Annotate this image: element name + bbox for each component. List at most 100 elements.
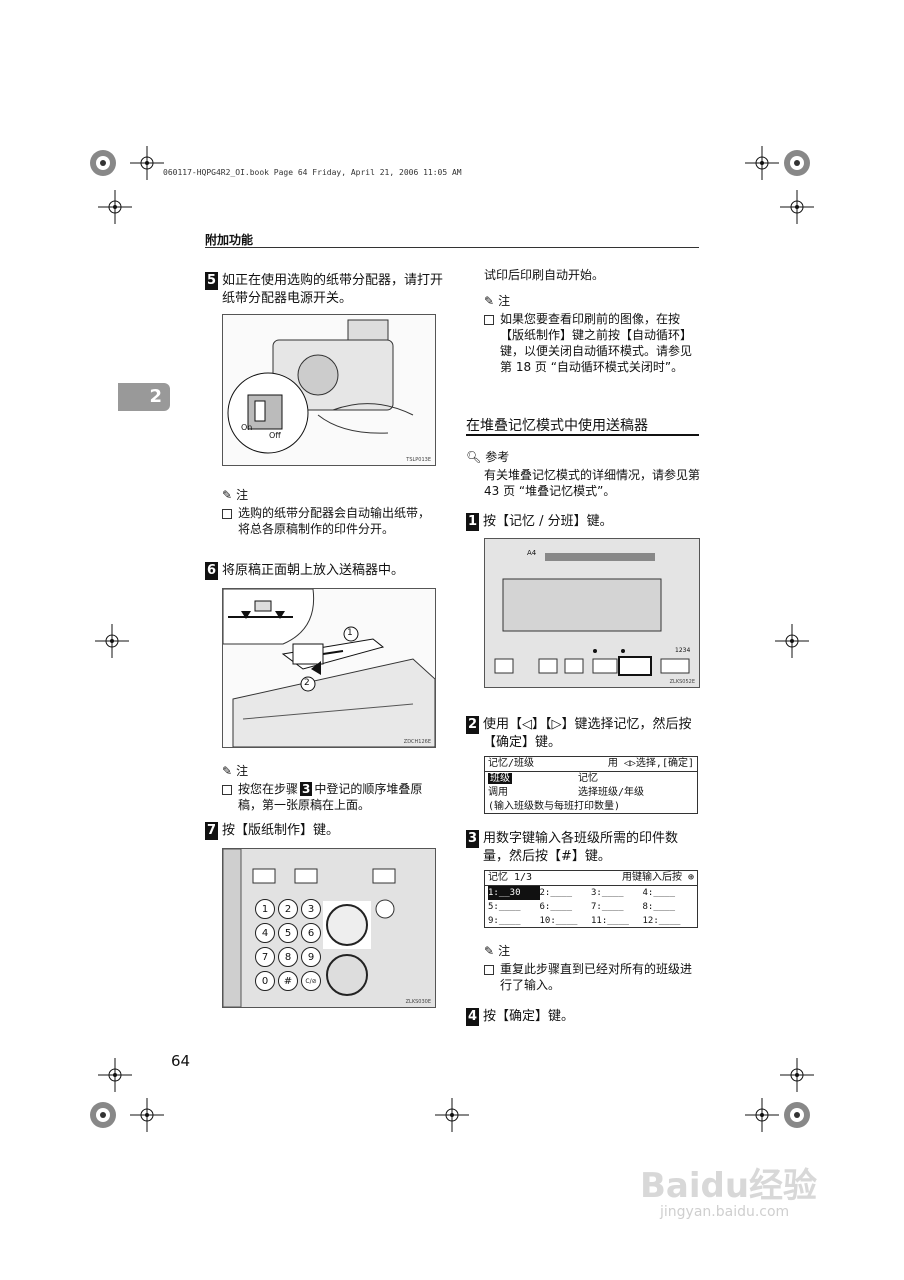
lcd-entry-cell: 8:____ bbox=[642, 902, 676, 912]
crosshair-icon bbox=[775, 624, 809, 658]
checkbox-icon bbox=[222, 509, 232, 519]
note-item: 如果您要查看印刷前的图像，在按【版纸制作】键之前按【自动循环】键，以便关闭自动循… bbox=[484, 311, 700, 375]
registration-mark-icon bbox=[784, 1102, 810, 1128]
checkbox-icon bbox=[484, 965, 494, 975]
lcd-entry-cell: 1:__30 bbox=[488, 886, 540, 900]
note-4: ✎ 注 重复此步骤直到已经对所有的班级进行了输入。 bbox=[484, 942, 700, 993]
registration-mark-icon bbox=[784, 150, 810, 176]
step-number: 6 bbox=[205, 562, 218, 580]
header-divider bbox=[205, 247, 699, 248]
paper-size-label: A4 bbox=[527, 549, 537, 557]
watermark-url: jingyan.baidu.com bbox=[660, 1204, 790, 1220]
lcd-row: 记忆 1/3 用键输入后按 ⊕ bbox=[485, 871, 697, 886]
watermark-brand: Baidu经验 bbox=[640, 1166, 818, 1206]
step-ref-badge: 3 bbox=[300, 782, 313, 796]
lcd-entry-cell: 3:____ bbox=[591, 888, 624, 898]
number-key[interactable]: C/⊘ bbox=[301, 971, 321, 991]
intro-text: 试印后印刷自动开始。 bbox=[484, 268, 605, 282]
figure-operation-panel: A4 1234 ZLKS052E bbox=[484, 538, 700, 688]
step-text: 如正在使用选购的纸带分配器，请打开纸带分配器电源开关。 bbox=[222, 273, 444, 306]
step-1: 1 按【记忆 / 分班】键。 bbox=[466, 513, 700, 531]
marker-1: 1 bbox=[347, 628, 353, 638]
note-header: ✎ 注 bbox=[222, 762, 440, 779]
reference-header: 🔍︎ 参考 bbox=[466, 448, 700, 465]
section-title: 在堆叠记忆模式中使用送稿器 bbox=[466, 418, 648, 434]
page-number: 64 bbox=[171, 1052, 191, 1070]
lcd-entry-cell: 10:____ bbox=[539, 916, 578, 926]
number-key[interactable]: 4 bbox=[255, 923, 275, 943]
reference-text: 有关堆叠记忆模式的详细情况，请参见第 43 页 “堆叠记忆模式”。 bbox=[484, 468, 701, 498]
figure-tape-separator: On Off TSLP013E bbox=[222, 314, 436, 466]
note-header: ✎ 注 bbox=[484, 942, 700, 959]
crosshair-icon bbox=[780, 190, 814, 224]
number-key[interactable]: 9 bbox=[301, 947, 321, 967]
number-key[interactable]: # bbox=[278, 971, 298, 991]
crosshair-icon bbox=[130, 146, 164, 180]
step-2: 2 使用【◁】【▷】键选择记忆，然后按【确定】键。 bbox=[466, 716, 700, 752]
lcd-text: 记忆 1/3 bbox=[488, 872, 533, 883]
number-key[interactable]: 5 bbox=[278, 923, 298, 943]
step-6: 6 将原稿正面朝上放入送稿器中。 bbox=[205, 562, 445, 580]
step-3: 3 用数字键输入各班级所需的印件数量，然后按【#】键。 bbox=[466, 830, 700, 866]
lcd-option[interactable]: 调用 bbox=[488, 787, 508, 798]
lcd-text: 用键输入后按 ⊕ bbox=[621, 872, 694, 883]
checkbox-icon bbox=[222, 785, 232, 795]
step-text: 按【版纸制作】键。 bbox=[222, 823, 340, 838]
pencil-icon: ✎ bbox=[484, 943, 495, 958]
lcd-entry-cell: 6:____ bbox=[539, 902, 573, 912]
crosshair-icon bbox=[130, 1098, 164, 1132]
figure-caption: ZLKS030E bbox=[405, 999, 431, 1005]
note-text: 选购的纸带分配器会自动输出纸带，将总各原稿制作的印件分开。 bbox=[238, 506, 431, 536]
note-header: ✎ 注 bbox=[484, 292, 700, 309]
note-title: 注 bbox=[498, 294, 511, 308]
crosshair-icon bbox=[98, 1058, 132, 1092]
crosshair-icon bbox=[780, 1058, 814, 1092]
step-7: 7 按【版纸制作】键。 bbox=[205, 822, 445, 840]
lcd-row: (输入班级数与每班打印数量) bbox=[485, 800, 697, 814]
lcd-selected-option[interactable]: 班级 bbox=[488, 773, 512, 784]
step-number: 5 bbox=[205, 272, 218, 290]
section-divider bbox=[466, 434, 699, 436]
lcd-row: 班级 记忆 bbox=[485, 772, 697, 786]
lcd-entry-cell: 12:____ bbox=[642, 916, 681, 926]
lcd-option[interactable]: 记忆 bbox=[578, 773, 598, 784]
crosshair-icon bbox=[98, 190, 132, 224]
operation-panel-illustration bbox=[485, 539, 699, 687]
note-item: 重复此步骤直到已经对所有的班级进行了输入。 bbox=[484, 961, 700, 993]
number-key[interactable]: 6 bbox=[301, 923, 321, 943]
step-text: 用数字键输入各班级所需的印件数量，然后按【#】键。 bbox=[483, 831, 679, 864]
note-text: 如果您要查看印刷前的图像，在按【版纸制作】键之前按【自动循环】键，以便关闭自动循… bbox=[500, 312, 693, 374]
step-number: 1 bbox=[466, 513, 479, 531]
on-label: On bbox=[241, 423, 253, 432]
number-key[interactable]: 7 bbox=[255, 947, 275, 967]
lcd-memory-class: 记忆/班级 用 ◁▷选择,[确定] 班级 记忆 调用 选择班级/年级 (输入班级… bbox=[484, 756, 698, 814]
running-header: 附加功能 bbox=[205, 233, 254, 247]
number-key[interactable]: 3 bbox=[301, 899, 321, 919]
off-label: Off bbox=[269, 431, 281, 440]
lcd-text: (输入班级数与每班打印数量) bbox=[488, 801, 621, 812]
note-header: ✎ 注 bbox=[222, 486, 440, 503]
document-feeder-illustration bbox=[223, 589, 435, 747]
note-title: 注 bbox=[498, 944, 511, 958]
registration-mark-icon bbox=[90, 1102, 116, 1128]
lcd-entry-cell: 5:____ bbox=[488, 902, 521, 912]
lcd-text: 记忆/班级 bbox=[488, 758, 535, 769]
note-text: 重复此步骤直到已经对所有的班级进行了输入。 bbox=[500, 962, 693, 992]
number-key[interactable]: 2 bbox=[278, 899, 298, 919]
note-title: 注 bbox=[236, 764, 249, 778]
crosshair-icon bbox=[95, 624, 129, 658]
number-key[interactable]: 8 bbox=[278, 947, 298, 967]
crosshair-icon bbox=[745, 1098, 779, 1132]
note-3: ✎ 注 如果您要查看印刷前的图像，在按【版纸制作】键之前按【自动循环】键，以便关… bbox=[484, 292, 700, 375]
step-text: 使用【◁】【▷】键选择记忆，然后按【确定】键。 bbox=[483, 717, 692, 750]
lcd-entry-cell: 4:____ bbox=[642, 888, 676, 898]
checkbox-icon bbox=[484, 315, 494, 325]
number-key[interactable]: 0 bbox=[255, 971, 275, 991]
step-number: 7 bbox=[205, 822, 218, 840]
number-key[interactable]: 1 bbox=[255, 899, 275, 919]
